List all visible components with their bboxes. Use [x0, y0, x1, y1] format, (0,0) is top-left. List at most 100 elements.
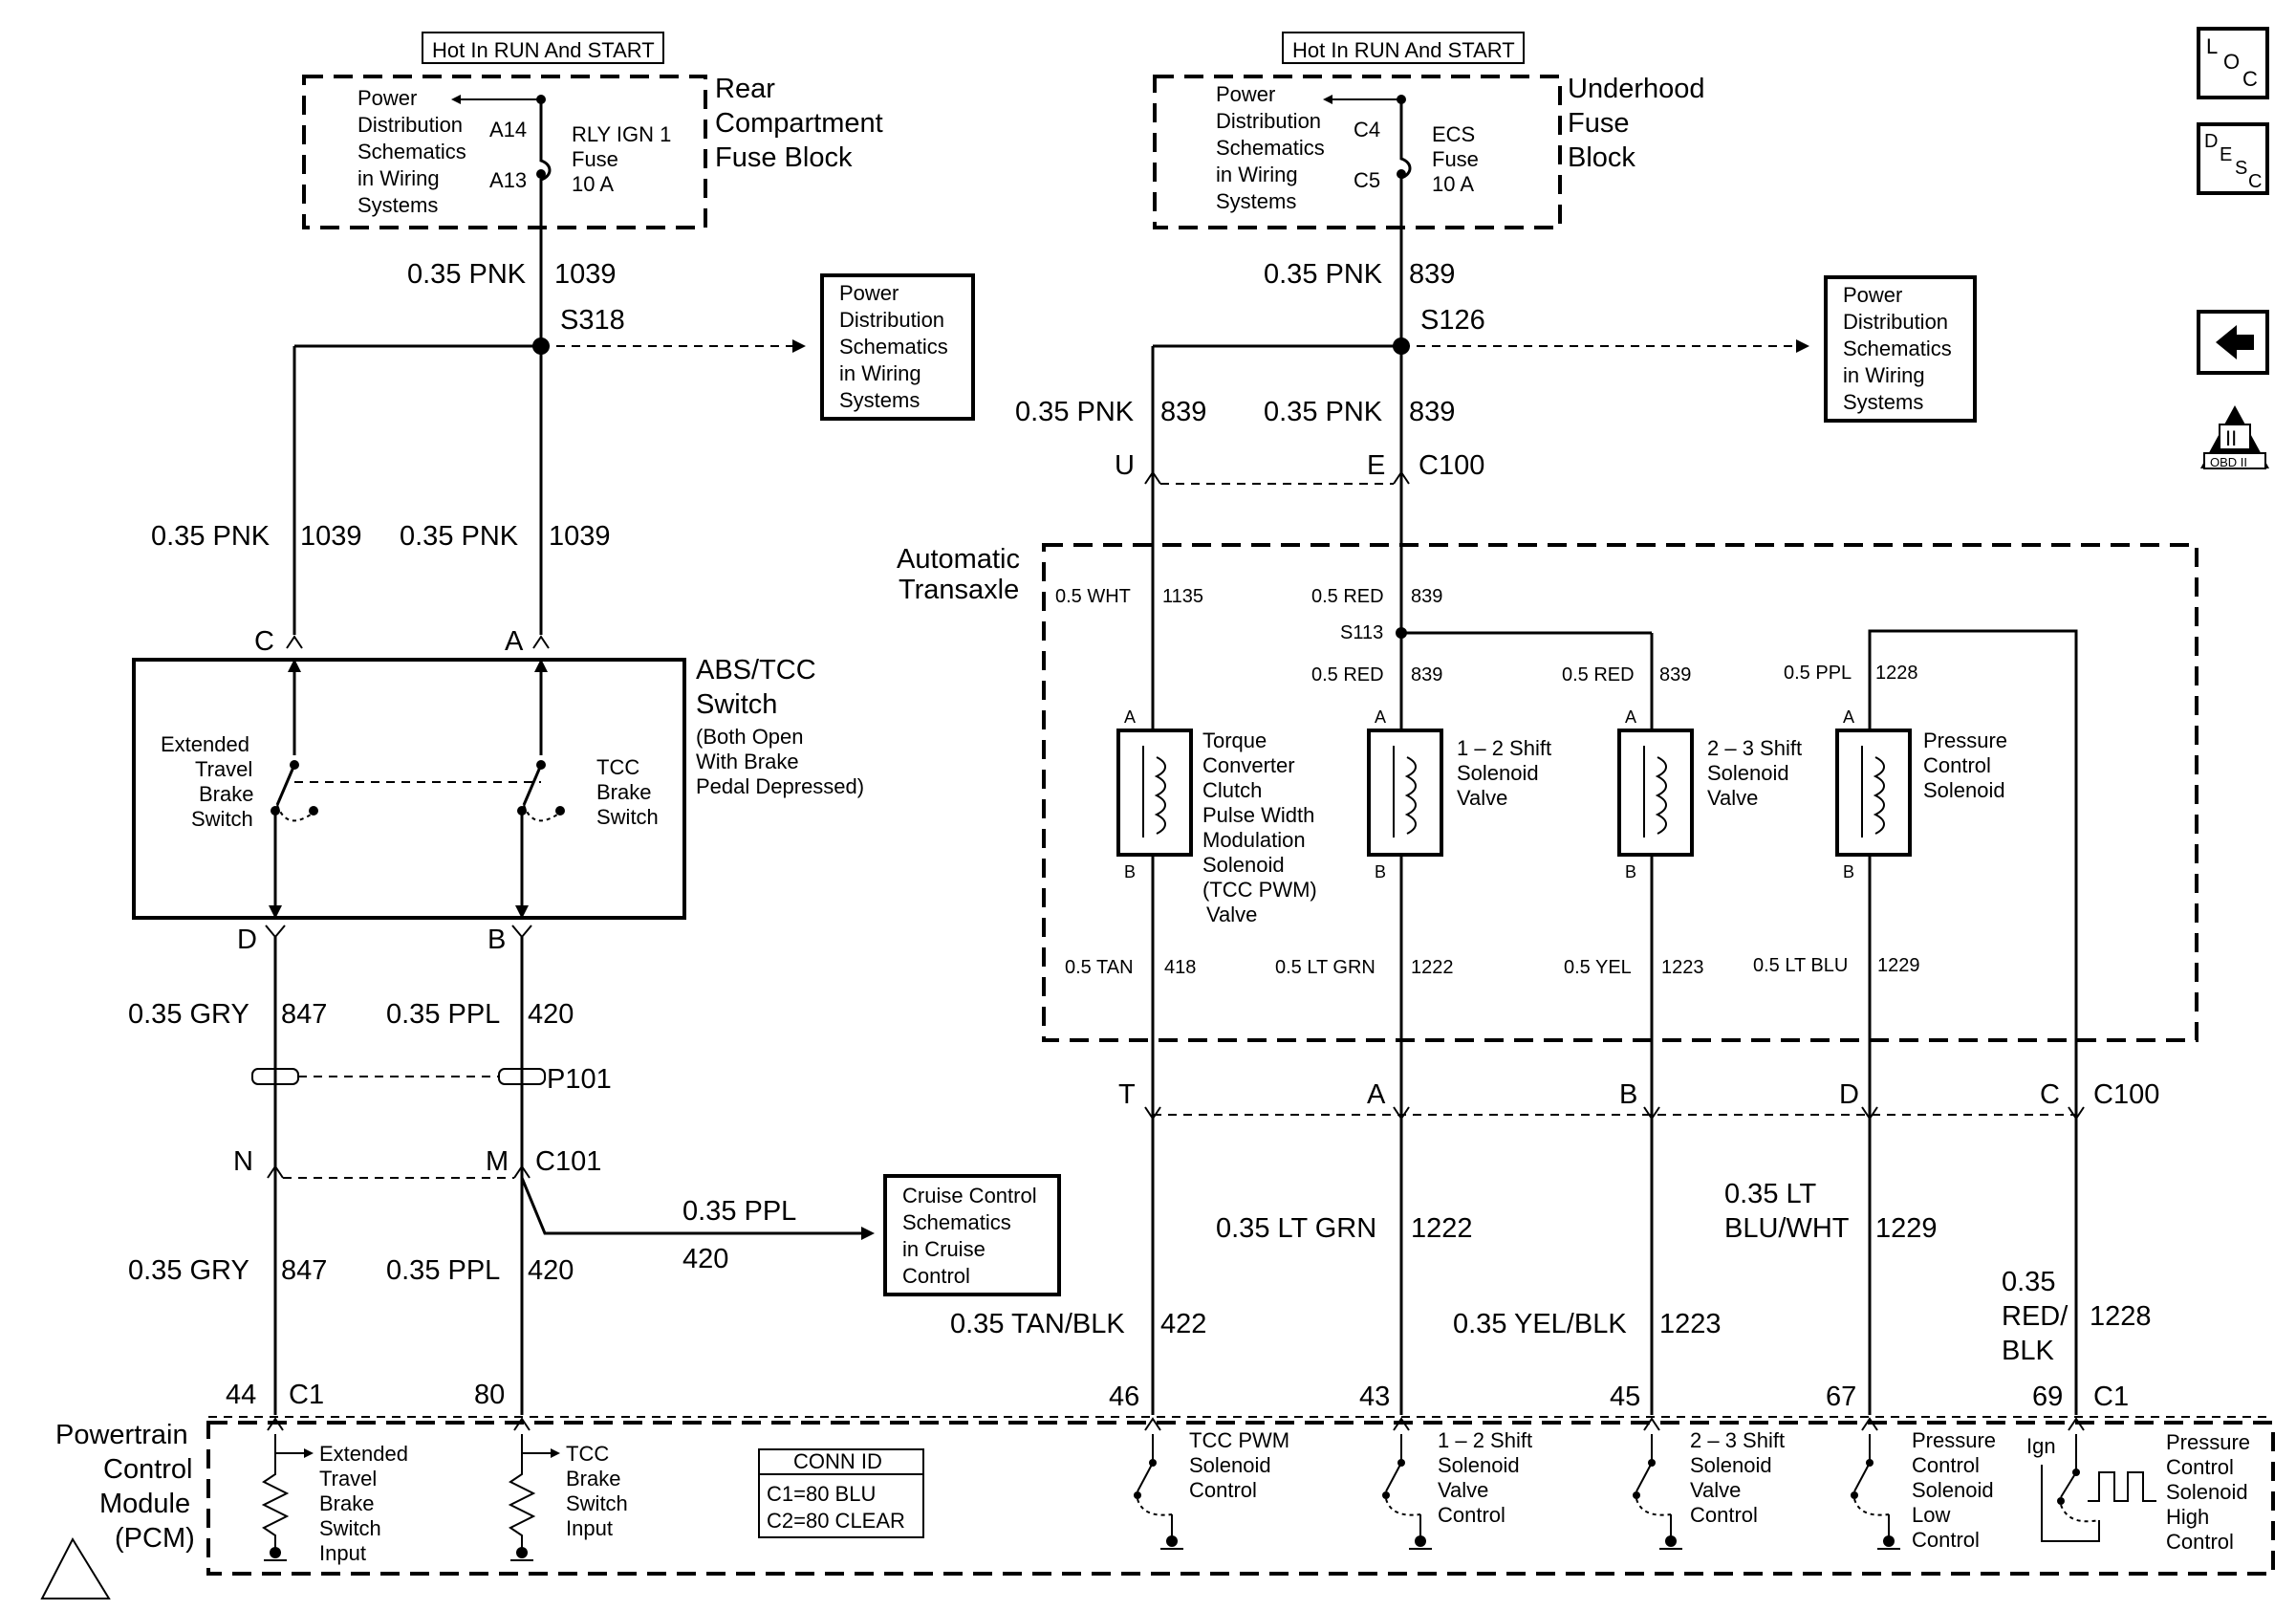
splice-label: S126 — [1420, 305, 1485, 336]
circuit-number: 1229 — [1875, 1213, 1938, 1244]
switch-left-label: Travel — [195, 757, 252, 781]
transaxle-outline — [1042, 543, 2199, 1042]
connector-label: C1 — [2093, 1382, 2129, 1412]
pd-ref-line: in Wiring — [1216, 163, 1298, 186]
splice-label: S318 — [560, 305, 625, 336]
fuse-name: Fuse — [572, 147, 618, 171]
pcm-driver-label: Control — [2166, 1455, 2234, 1479]
solenoid-label: Torque — [1202, 729, 1267, 752]
pcm-driver-label: 1 – 2 Shift — [1438, 1428, 1532, 1452]
desc-button[interactable]: D E S C — [2197, 122, 2269, 195]
connector-pin: C — [254, 626, 274, 657]
coil-symbol — [1142, 746, 1166, 838]
pcm-driver-label: Valve — [1438, 1478, 1488, 1502]
connector-caret — [511, 925, 532, 939]
wire-size: 0.35 PNK — [1264, 259, 1383, 290]
circuit-number: 420 — [528, 999, 574, 1030]
abs-tcc-switch: C A ABS/TCC Switch (Both Open With Brake… — [132, 626, 864, 955]
pd-ref-box-left[interactable]: Power Distribution Schematics in Wiring … — [820, 273, 975, 421]
solenoid-label: Solenoid — [1202, 853, 1285, 877]
fuse-block-outline — [302, 75, 707, 229]
wire-size: 0.35 YEL/BLK — [1453, 1309, 1627, 1339]
pd-ref-line: Systems — [1216, 189, 1296, 213]
circuit-number: 420 — [682, 1244, 728, 1274]
connector-caret — [1861, 1417, 1878, 1431]
wire-size: 0.35 PNK — [400, 521, 519, 552]
driver-switch — [2060, 1434, 2077, 1498]
pcm-input-label: Brake — [566, 1467, 620, 1490]
pd-ref-line: Distribution — [1216, 109, 1321, 133]
connector-pin: A — [505, 626, 524, 657]
solenoid-tcc-pwm: A B Torque Converter Clutch Pulse Width … — [1116, 707, 1317, 926]
fuse-block-outline — [1153, 75, 1562, 229]
connector-label: C1 — [289, 1380, 324, 1410]
pcm-title: Module — [99, 1489, 190, 1519]
desc-letter: D — [2204, 131, 2218, 152]
solenoid-pin: A — [1375, 707, 1386, 727]
connector-caret — [1393, 470, 1410, 485]
switch-contact — [555, 806, 565, 816]
wire-size: 0.35 PPL — [386, 1255, 500, 1286]
wire-size: 0.35 PNK — [151, 521, 271, 552]
connector-caret — [513, 1164, 531, 1179]
connector-label: C100 — [1419, 450, 1484, 481]
connector-caret — [1144, 1106, 1161, 1120]
solenoid-body — [1835, 729, 1912, 857]
solenoid-label: Valve — [1707, 786, 1758, 810]
ign-label: Ign — [2026, 1434, 2056, 1458]
driver-switch — [1385, 1434, 1402, 1492]
pcm-driver-label: Valve — [1690, 1478, 1741, 1502]
fuse-terminal — [1397, 169, 1406, 179]
solenoid-body — [1367, 729, 1443, 857]
solenoid-label: 1 – 2 Shift — [1457, 736, 1551, 760]
obd-roman: II — [2225, 426, 2237, 450]
pd-ref-line: Schematics — [839, 335, 948, 359]
pcm-driver-label: Control — [1438, 1503, 1505, 1527]
driver-switch — [1635, 1434, 1653, 1492]
cruise-ref-line: Schematics — [902, 1210, 1011, 1234]
pcm-pin: 67 — [1826, 1382, 1856, 1412]
cruise-control-ref-box[interactable]: Cruise Control Schematics in Cruise Cont… — [883, 1174, 1061, 1296]
pd-ref-line: Power — [839, 281, 899, 305]
pcm-input-label: Switch — [319, 1516, 381, 1540]
pcm-driver-label: Solenoid — [1438, 1453, 1520, 1477]
wire-size: 0.5 PPL — [1784, 663, 1852, 684]
obd-ii-button[interactable]: II OBD II — [2200, 405, 2269, 469]
pcm-driver-label: TCC PWM — [1189, 1428, 1289, 1452]
pcm-input-label: Travel — [319, 1467, 377, 1490]
fuse-pin-a14: A14 — [489, 118, 527, 141]
wire-size: 0.5 WHT — [1055, 586, 1131, 607]
fuse-name: Fuse — [1432, 147, 1479, 171]
switch-blade — [275, 764, 296, 806]
connector-label: C100 — [2093, 1079, 2159, 1110]
wire-size: 0.35 GRY — [128, 999, 249, 1030]
wire-size: 0.5 YEL — [1564, 957, 1632, 978]
pcm-driver-label: Pressure — [2166, 1430, 2250, 1454]
pcm-pin: 43 — [1359, 1382, 1390, 1412]
back-arrow-icon — [2216, 325, 2254, 359]
solenoid-label: Solenoid — [1707, 761, 1789, 785]
fuse-name: RLY IGN 1 — [572, 122, 671, 146]
connector-caret — [267, 1164, 284, 1179]
circuit-number: 1039 — [554, 259, 617, 290]
pcm-pin: 44 — [226, 1380, 256, 1410]
circuit-number: 839 — [1659, 664, 1691, 685]
wire-size: 0.5 RED — [1311, 664, 1384, 685]
transaxle-title: Transaxle — [899, 575, 1019, 605]
back-button[interactable] — [2197, 310, 2269, 375]
pd-ref-box-right[interactable]: Power Distribution Schematics in Wiring … — [1824, 275, 1977, 423]
switch-title: Switch — [696, 689, 777, 720]
loc-button[interactable]: L O C — [2197, 27, 2269, 99]
wire-size: 0.35 GRY — [128, 1255, 249, 1286]
pd-ref-line: Distribution — [839, 308, 944, 332]
powertrain-control-module: Powertrain Control Module (PCM) Extended… — [40, 1416, 2275, 1599]
pcm-title: Powertrain — [55, 1420, 188, 1450]
high-side-feed — [2041, 1465, 2100, 1542]
circuit-number: 1229 — [1877, 955, 1920, 976]
circuit-number: 1223 — [1661, 957, 1704, 978]
connector-caret — [532, 635, 550, 649]
ground-icon — [1415, 1535, 1426, 1547]
connector-caret — [513, 1417, 531, 1431]
pd-ref-line: in Wiring — [357, 166, 440, 190]
